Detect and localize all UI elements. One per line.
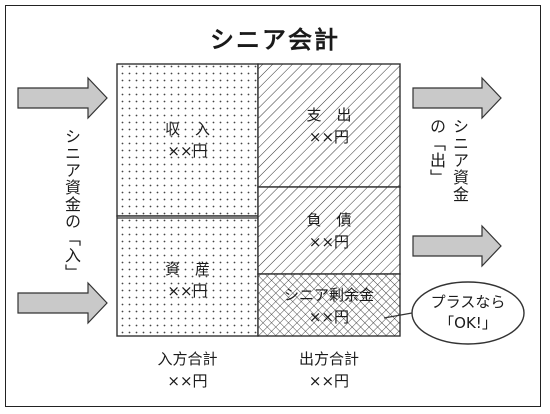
liabilities-value: ××円: [308, 233, 350, 251]
income-box: [116, 63, 259, 217]
out-total-value: ××円: [308, 372, 350, 390]
expense-label-group: 支 出 ××円: [258, 104, 400, 148]
liabilities-box: [257, 186, 401, 275]
expense-value: ××円: [308, 128, 350, 146]
bubble-text: プラスなら 「OK!」: [412, 292, 524, 334]
bubble-pointer: [383, 312, 413, 319]
assets-box: [116, 215, 259, 337]
in-total-label: 入方合計: [157, 350, 218, 368]
assets-label-group: 資 産 ××円: [117, 258, 258, 302]
right-side-label-1: シニア資金: [450, 118, 469, 203]
income-label: 収 入: [164, 120, 210, 138]
diagram-frame: [5, 5, 541, 407]
out-total-group: 出方合計 ××円: [258, 348, 400, 392]
liabilities-label: 負 債: [306, 211, 352, 229]
in-total-group: 入方合計 ××円: [117, 348, 258, 392]
expense-label: 支 出: [306, 106, 352, 124]
ok-bubble: [411, 281, 525, 345]
assets-label: 資 産: [164, 260, 210, 278]
income-value: ××円: [167, 142, 208, 160]
arrow-out-top: [412, 76, 502, 120]
liabilities-label-group: 負 債 ××円: [258, 209, 400, 253]
left-side-label: シニア資金の「入」: [62, 128, 81, 281]
arrow-in-top: [17, 76, 108, 120]
bubble-line2: 「OK!」: [439, 314, 497, 332]
diagram-title: シニア会計: [210, 26, 340, 54]
arrow-out-bottom: [412, 224, 502, 268]
surplus-box: [257, 273, 401, 337]
arrow-in-bottom: [17, 281, 108, 325]
bubble-line1: プラスなら: [430, 293, 506, 311]
surplus-label-group: シニア剰余金 ××円: [258, 284, 400, 328]
out-total-label: 出方合計: [298, 350, 359, 368]
in-total-value: ××円: [167, 372, 208, 390]
right-side-label-2: の「出」: [427, 118, 446, 186]
surplus-label: シニア剰余金: [283, 286, 374, 304]
expense-box: [257, 63, 401, 188]
income-label-group: 収 入 ××円: [117, 118, 258, 162]
surplus-value: ××円: [308, 308, 350, 326]
assets-value: ××円: [167, 282, 208, 300]
